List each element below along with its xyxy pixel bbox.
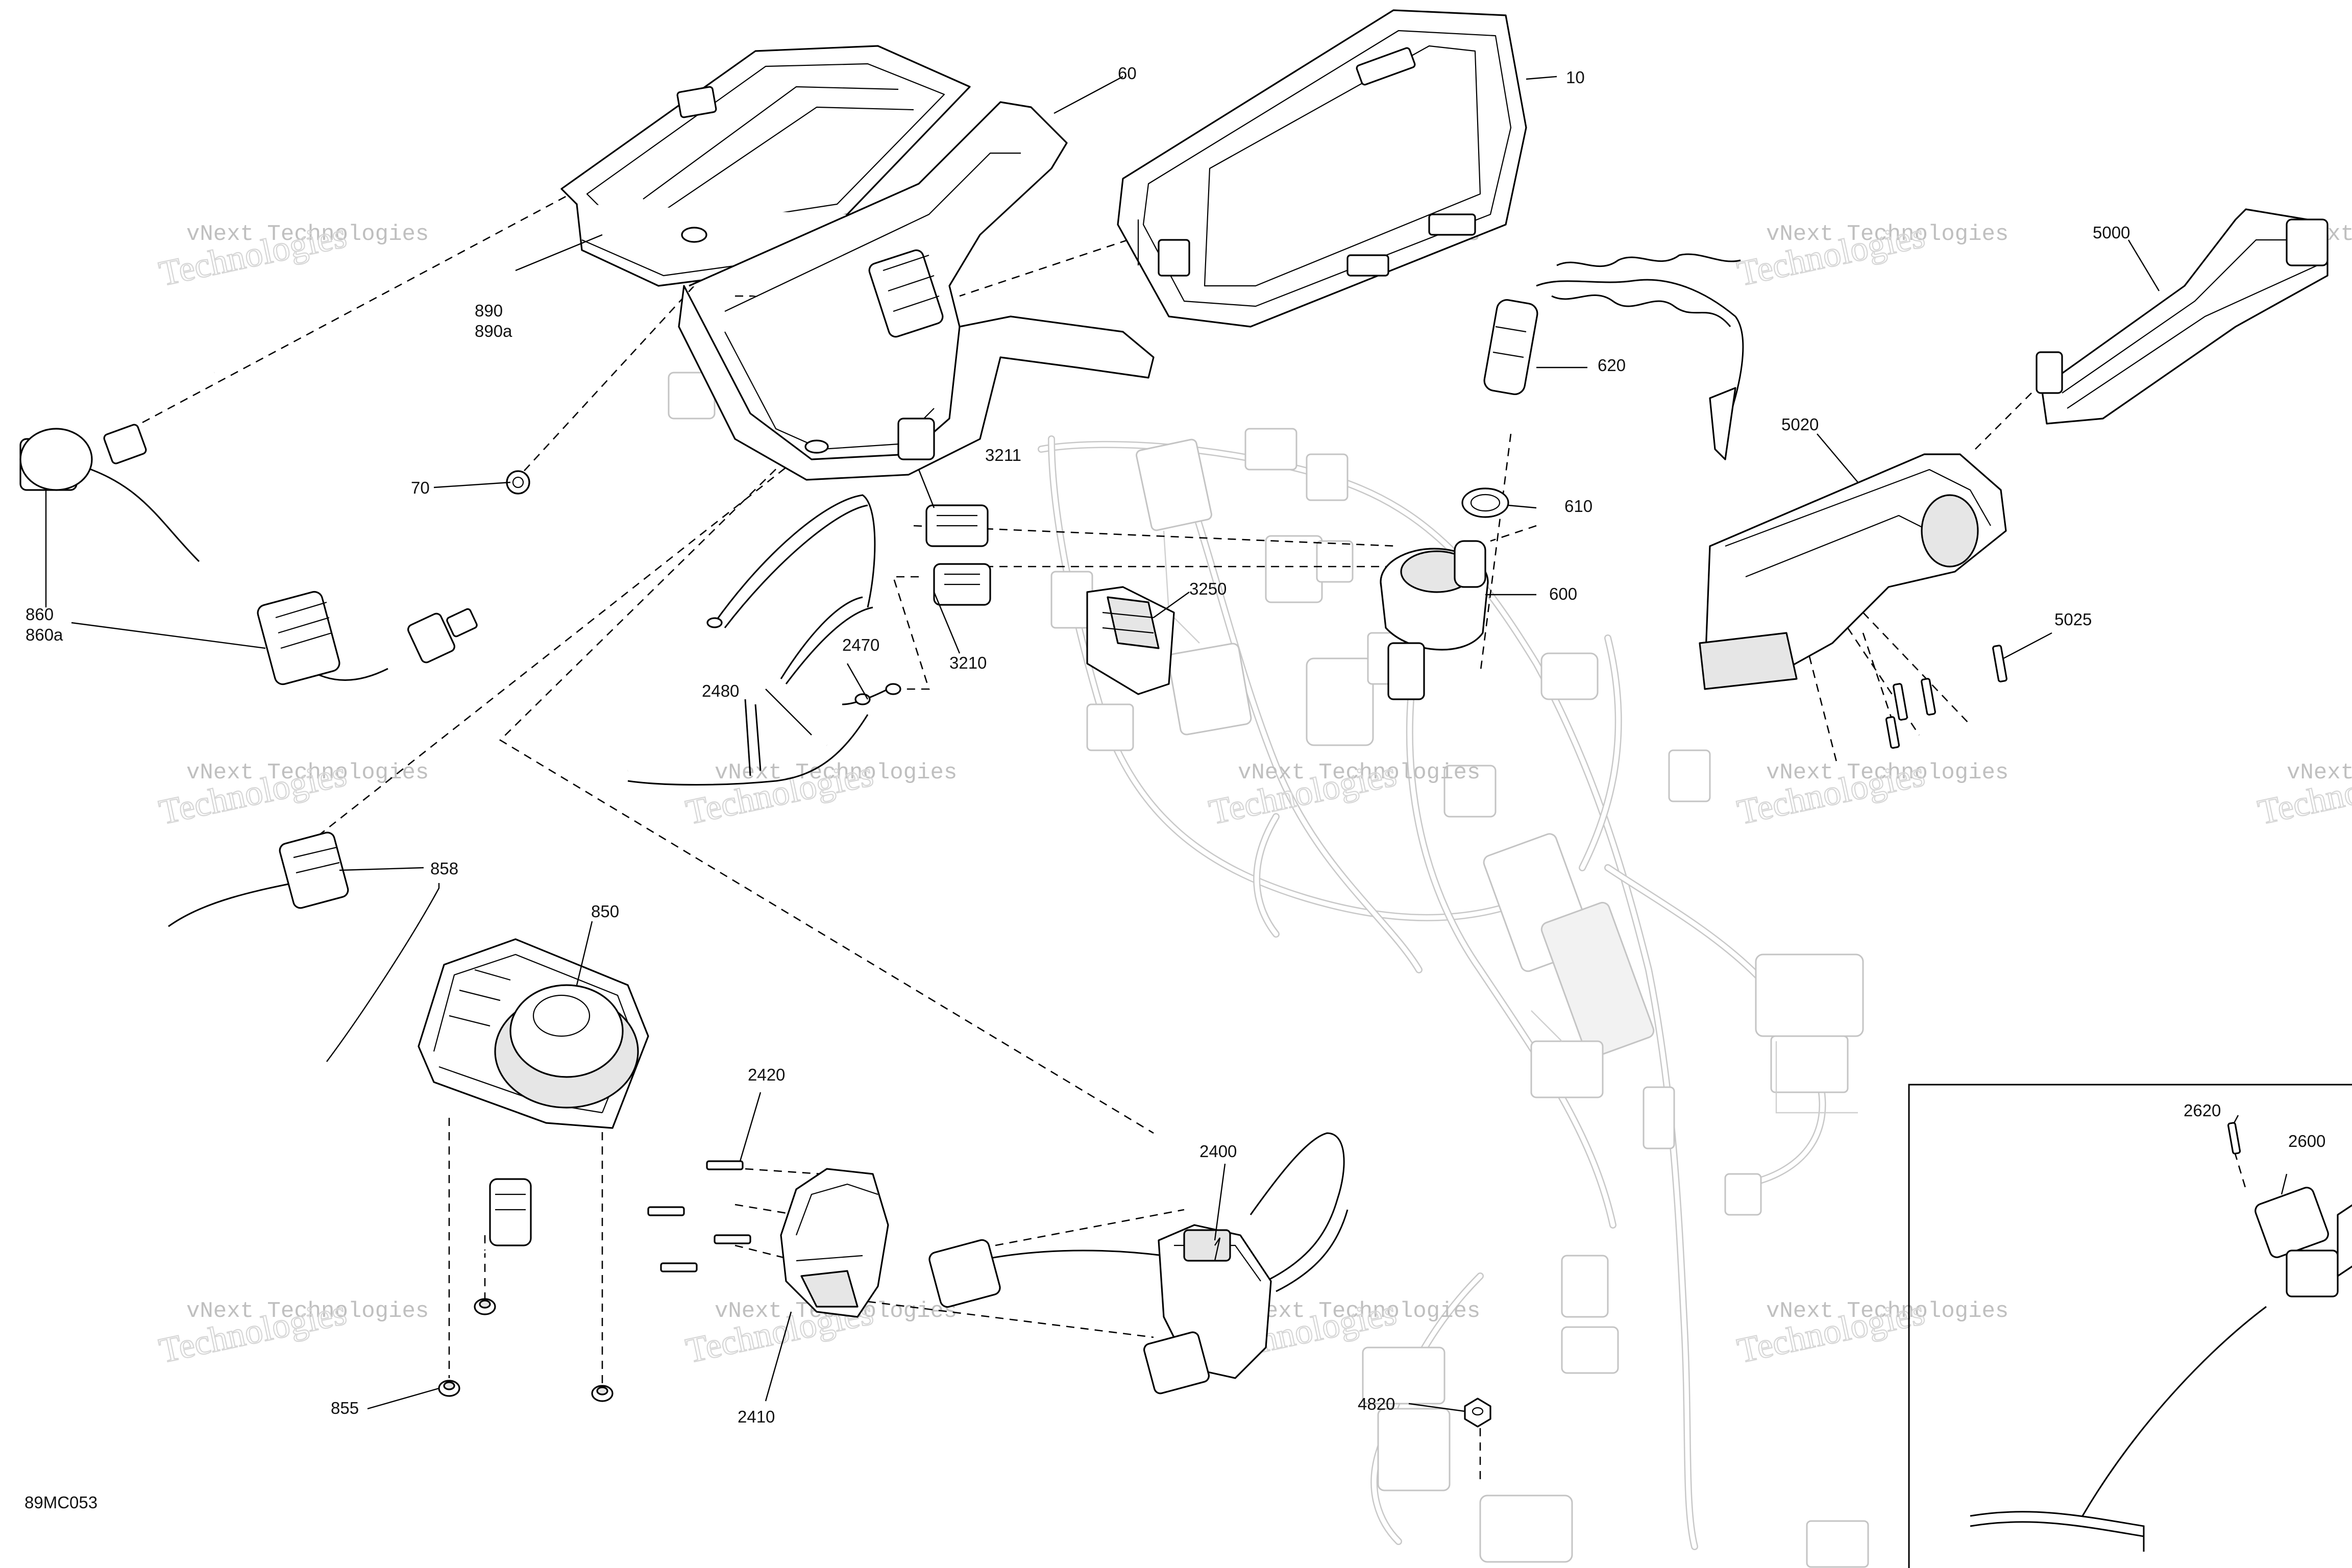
part-2410-bracket [780, 1168, 889, 1318]
part-5025-screws [1885, 645, 2007, 749]
label-610: 610 [1564, 497, 1592, 516]
watermark-4: vNext Technologies Technologies [1733, 215, 2008, 295]
part-600-ignition-switch [1380, 540, 1489, 700]
part-labels: 60 10 890 890a 70 860 860a 3211 3210 325… [26, 64, 2325, 1426]
part-4820-nut [1464, 1398, 1491, 1428]
svg-text:vNext Technologies: vNext Technologies [1766, 1298, 2008, 1324]
part-610-ring [1461, 487, 1509, 518]
svg-text:vNext Technologies: vNext Technologies [1238, 760, 1480, 786]
label-2620: 2620 [2184, 1101, 2221, 1120]
part-855-nuts [438, 1298, 614, 1402]
svg-text:vNext Technologies: vNext Technologies [715, 760, 957, 786]
svg-text:vNext Technologies: vNext Technologies [1766, 222, 2008, 247]
label-850: 850 [591, 902, 619, 921]
svg-text:vNext Technologies: vNext Technologies [1766, 760, 2008, 786]
background-wiring-harness [668, 372, 1869, 1568]
svg-text:vNext Technologies: vNext Technologies [186, 1298, 429, 1324]
label-4820: 4820 [1358, 1394, 1395, 1413]
label-3250: 3250 [1189, 579, 1227, 598]
label-858: 858 [430, 859, 458, 878]
part-5000-handle [2036, 208, 2329, 425]
part-2420-screws [647, 1160, 751, 1272]
label-890: 890 [475, 301, 503, 320]
label-2600: 2600 [2288, 1132, 2325, 1150]
part-3211-connector [925, 504, 989, 547]
part-858-harness [158, 831, 532, 1260]
label-2400: 2400 [1199, 1142, 1237, 1161]
part-620-lanyard [1483, 253, 1744, 460]
part-60-bracket [678, 101, 1155, 481]
label-5020: 5020 [1781, 415, 1819, 434]
label-855: 855 [331, 1399, 359, 1417]
label-600: 600 [1549, 584, 1577, 603]
watermark-14: vNext Technologies Technologies [1733, 1292, 2008, 1371]
svg-text:vNext Technologies: vNext Technologies [1238, 1298, 1480, 1324]
watermark-1: vNext Technologies Technologies [155, 215, 429, 295]
label-5025: 5025 [2054, 610, 2092, 629]
label-2480: 2480 [702, 681, 739, 700]
figure-code: 89MC053 [24, 1493, 97, 1512]
label-620: 620 [1598, 356, 1626, 375]
label-10: 10 [1566, 68, 1585, 87]
watermark-9: vNext Technologies Technologies [1733, 754, 2008, 833]
watermark-11: vNext Technologies Technologies [155, 1292, 429, 1371]
watermarks: vNext Technologies Technologies vNext Te… [155, 215, 2352, 1371]
label-890a: 890a [475, 322, 512, 340]
inset-detail-box [1908, 1084, 2352, 1568]
label-3211: 3211 [985, 446, 1021, 464]
label-2420: 2420 [748, 1065, 785, 1084]
svg-text:vNext Technologies: vNext Technologies [2287, 760, 2352, 786]
label-2470: 2470 [842, 635, 879, 654]
part-3210-connector [933, 563, 991, 606]
label-70: 70 [411, 478, 430, 497]
part-850-remote [418, 938, 649, 1129]
part-860-harness [19, 372, 478, 692]
svg-text:vNext Technologies: vNext Technologies [186, 222, 429, 247]
svg-text:vNext Technologies: vNext Technologies [186, 760, 429, 786]
leader-lines [45, 76, 2288, 1412]
watermark-8: vNext Technologies Technologies [1205, 754, 1480, 833]
label-2410: 2410 [738, 1407, 775, 1426]
label-3210: 3210 [949, 653, 987, 672]
watermark-6: vNext Technologies Technologies [155, 754, 429, 833]
part-2480-2470-hoses [627, 494, 901, 786]
part-5020-cover [1699, 453, 2007, 690]
label-860a: 860a [26, 625, 63, 644]
part-10-display-cluster [1117, 9, 1527, 328]
watermark-10: vNext Technologies Technologies [2254, 754, 2352, 833]
label-860: 860 [26, 605, 54, 624]
part-3250-switch [1086, 586, 1175, 695]
label-60: 60 [1118, 64, 1137, 83]
label-5000: 5000 [2093, 223, 2130, 242]
part-2400-switch-housing [928, 1132, 1349, 1394]
